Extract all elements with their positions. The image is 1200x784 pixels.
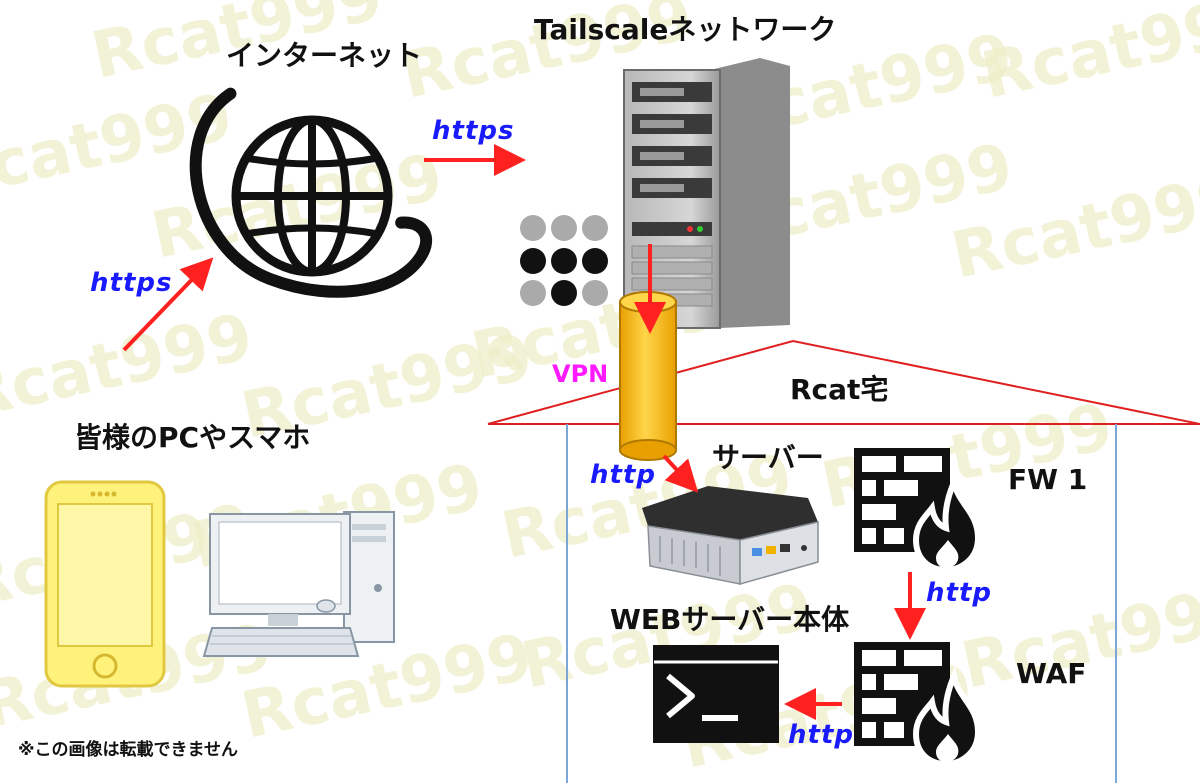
flow-arrows bbox=[122, 144, 926, 720]
protocol-vpn-to-server: http bbox=[590, 460, 656, 490]
terminal-icon bbox=[653, 645, 779, 743]
home-label: Rcat宅 bbox=[790, 373, 889, 406]
desktop-pc-icon bbox=[202, 511, 395, 657]
tailscale-label: Tailscaleネットワーク bbox=[534, 13, 837, 46]
arrow-vpn-to-server bbox=[662, 454, 699, 493]
copyright-notice: ※この画像は転載できません bbox=[18, 740, 239, 760]
firewall-icon bbox=[854, 448, 982, 574]
smartphone-icon bbox=[44, 480, 166, 688]
fw1-label: FW 1 bbox=[1008, 463, 1088, 496]
waf-label: WAF bbox=[1016, 657, 1087, 690]
tailscale-dots-icon bbox=[520, 215, 608, 306]
firewall-icon bbox=[854, 642, 982, 768]
web-server-label: WEBサーバー本体 bbox=[610, 603, 850, 636]
globe-icon bbox=[189, 87, 433, 298]
server-label: サーバー bbox=[712, 441, 824, 474]
arrow-device-to-internet bbox=[122, 257, 214, 352]
internet-label: インターネット bbox=[226, 39, 423, 72]
vpn-label: VPN bbox=[552, 360, 609, 388]
house-outline bbox=[487, 339, 1200, 783]
user-devices-label: 皆様のPCやスマホ bbox=[74, 421, 311, 454]
protocol-internet-to-tailscale: https bbox=[432, 116, 515, 146]
protocol-fw-to-waf: http bbox=[926, 578, 992, 608]
mini-pc-icon bbox=[642, 486, 819, 585]
protocol-waf-to-web: http bbox=[788, 720, 854, 750]
protocol-device-to-internet: https bbox=[90, 268, 173, 298]
